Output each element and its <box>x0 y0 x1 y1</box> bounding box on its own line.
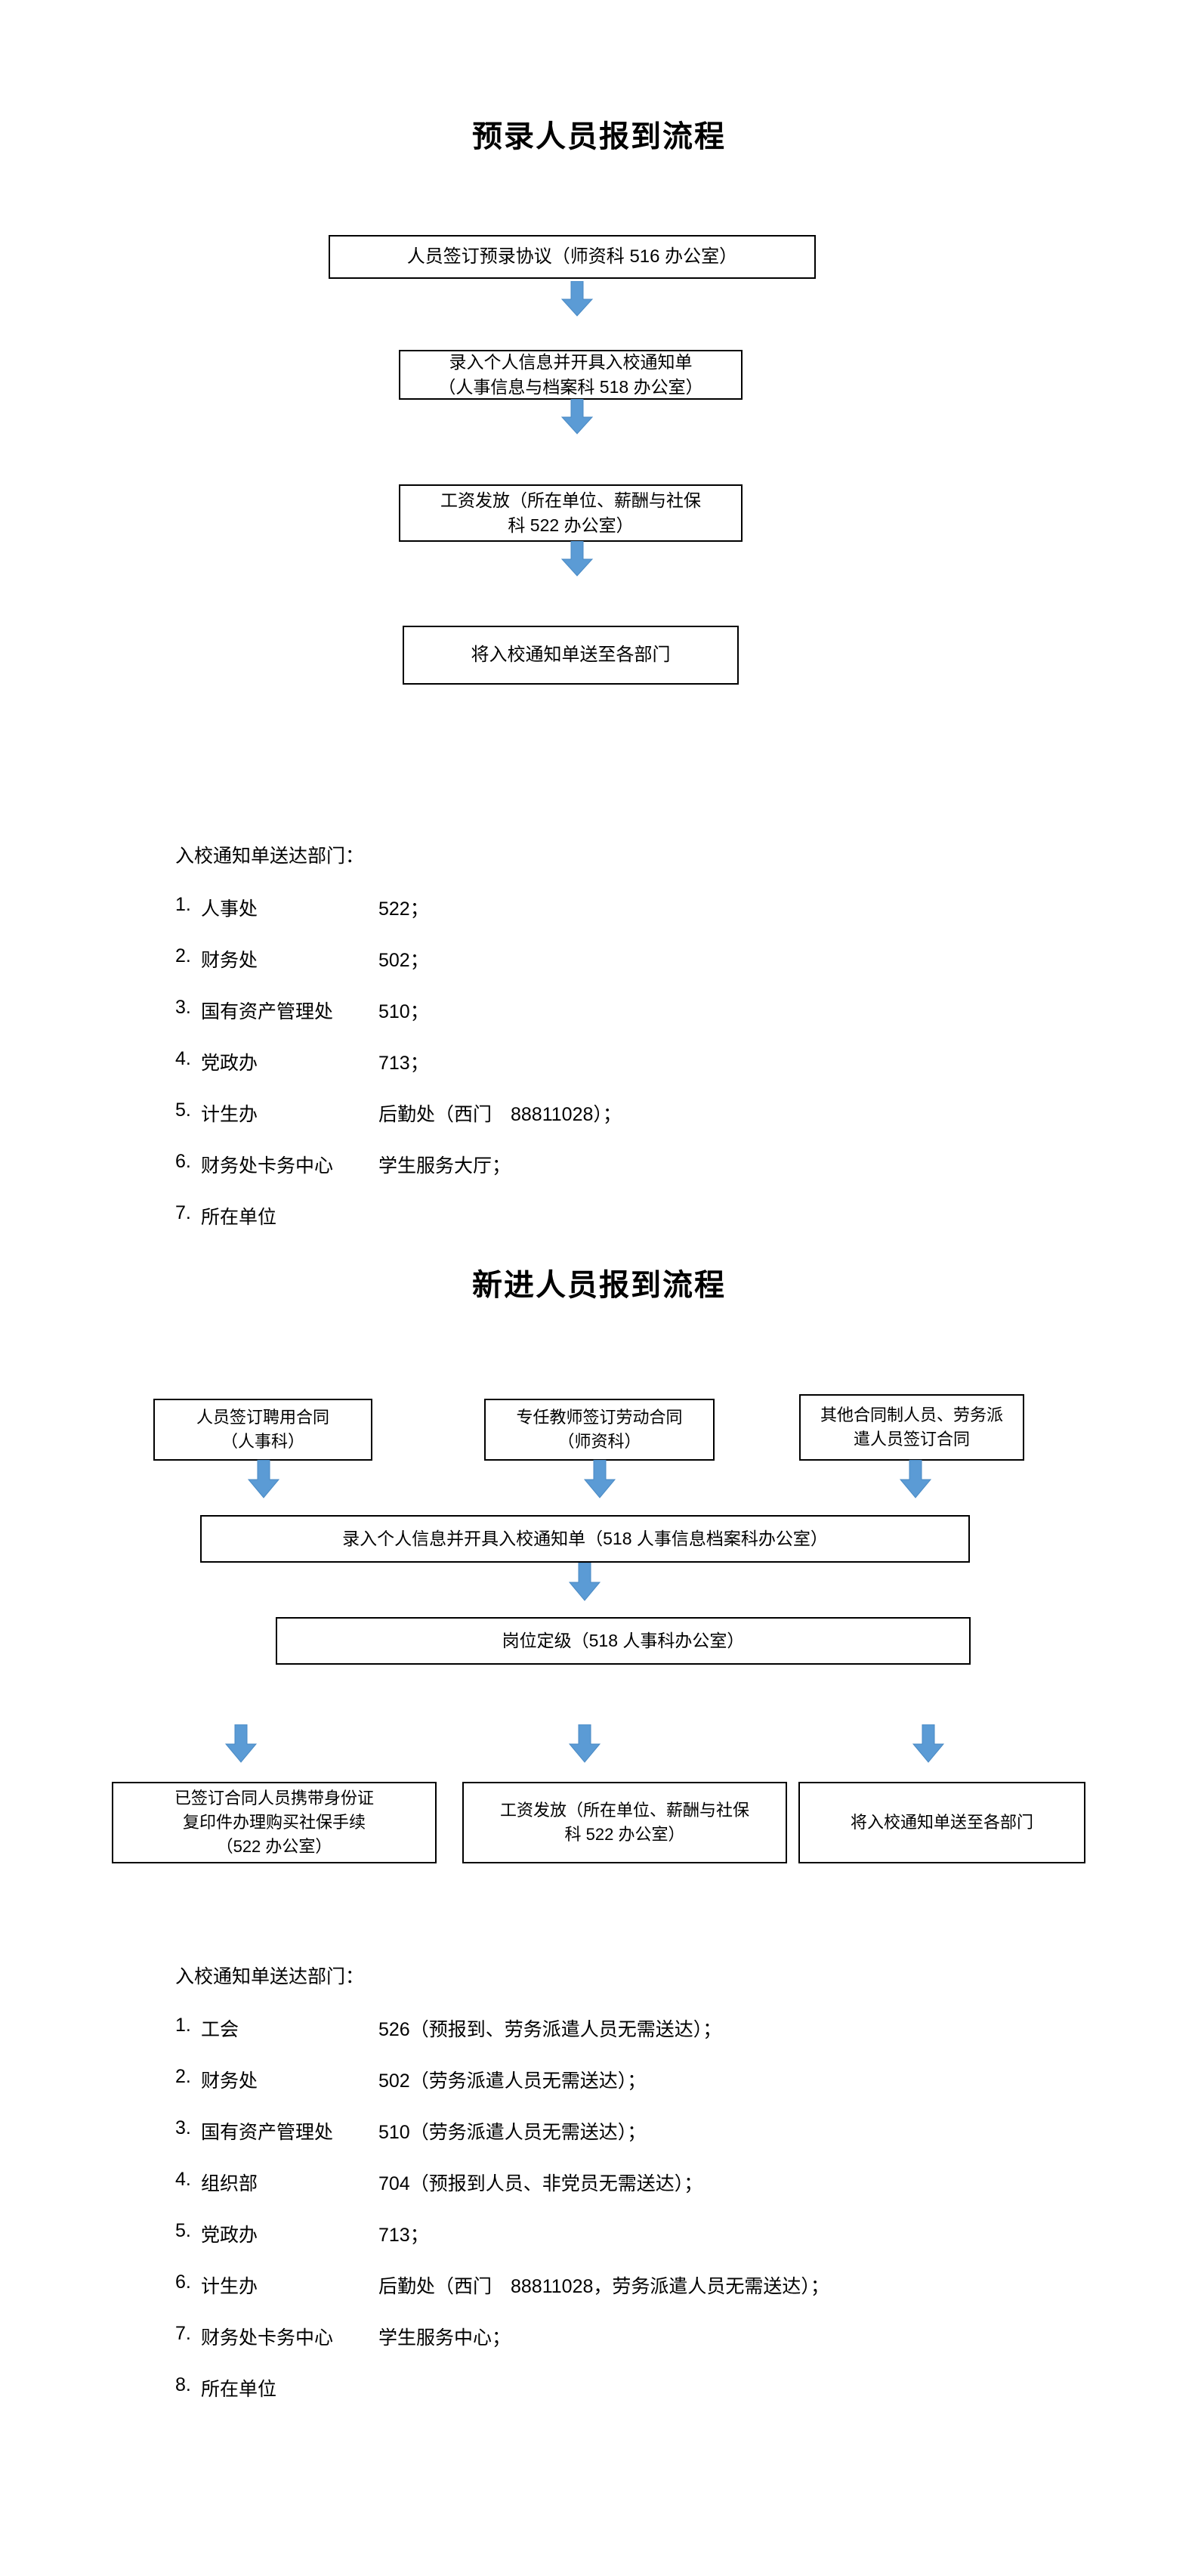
list-item-number: 4. <box>175 2169 191 2190</box>
list-item: 1. 工会 526（预报到、劳务派遣人员无需送达）； <box>175 2015 829 2042</box>
list-item-name: 财务处卡务中心 <box>201 2327 334 2349</box>
list-item: 6. 计生办 后勤处（西门 88811028，劳务派遣人员无需送达）； <box>175 2271 829 2299</box>
list-item-number: 3. <box>175 2117 191 2138</box>
list-item-number: 7. <box>175 2323 191 2344</box>
list-item: 4. 组织部 704（预报到人员、非党员无需送达）； <box>175 2169 829 2196</box>
flow-node-label: 录入个人信息并开具入校通知单（518 人事信息档案科办公室） <box>342 1528 828 1548</box>
list-item: 7. 财务处卡务中心 学生服务中心； <box>175 2323 829 2350</box>
list-item-name: 党政办 <box>201 1053 258 1074</box>
block-arrow-down-icon <box>568 1563 601 1602</box>
list-item-value: 学生服务中心； <box>378 2327 511 2349</box>
list-item-value: 502（劳务派遣人员无需送达）； <box>378 2070 647 2092</box>
list-item-value: 713； <box>378 2225 429 2246</box>
flow-node-label: 将入校通知单送至各部门 <box>471 644 671 665</box>
list-heading: 入校通知单送达部门： <box>175 1966 365 1987</box>
list-item-number: 2. <box>175 945 191 966</box>
block-arrow-down-icon <box>247 1460 280 1499</box>
list-item-name: 组织部 <box>201 2173 258 2194</box>
flow-node-label: 录入个人信息并开具入校通知单 （人事信息与档案科 518 办公室） <box>438 351 703 397</box>
list-item-name: 国有资产管理处 <box>201 1001 334 1022</box>
list-item-number: 1. <box>175 894 191 915</box>
list-item: 3. 国有资产管理处 510（劳务派遣人员无需送达）； <box>175 2117 829 2145</box>
list-item-number: 1. <box>175 2015 191 2036</box>
list-item-number: 3. <box>175 997 191 1018</box>
list-item-name: 财务处 <box>201 2070 258 2092</box>
flow-node-label: 人员签订预录协议（师资科 516 办公室） <box>406 246 738 267</box>
flow-node-label: 其他合同制人员、劳务派 遣人员签订合同 <box>820 1406 1003 1449</box>
section1-title: 预录人员报到流程 <box>472 119 726 153</box>
list-item-value: 704（预报到人员、非党员无需送达）； <box>378 2173 703 2194</box>
list-item-number: 8. <box>175 2374 191 2395</box>
list-item-number: 5. <box>175 2220 191 2241</box>
list-item-name: 计生办 <box>201 1104 258 1125</box>
list-item: 5. 党政办 713； <box>175 2220 829 2247</box>
flow-node-label: 已签订合同人员携带身份证 复印件办理购买社保手续 （522 办公室） <box>174 1789 374 1856</box>
flow-node-label: 将入校通知单送至各部门 <box>850 1813 1033 1832</box>
flow-node-s2-d1[interactable]: 已签订合同人员携带身份证 复印件办理购买社保手续 （522 办公室） <box>112 1782 437 1863</box>
block-arrow-down-icon <box>899 1460 932 1499</box>
block-arrow-down-icon <box>560 541 594 577</box>
flow-node-label: 岗位定级（518 人事科办公室） <box>502 1630 745 1650</box>
list-item: 2. 财务处 502； <box>175 945 622 973</box>
list-heading: 入校通知单送达部门： <box>175 846 365 867</box>
list-item: 2. 财务处 502（劳务派遣人员无需送达）； <box>175 2066 829 2093</box>
list-item: 8. 所在单位 <box>175 2374 829 2401</box>
list-item-value: 510； <box>378 1001 429 1022</box>
block-arrow-down-icon <box>560 399 594 435</box>
list-item-name: 财务处卡务中心 <box>201 1155 334 1177</box>
list-item: 3. 国有资产管理处 510； <box>175 997 622 1024</box>
section1-delivery-list: 入校通知单送达部门： 1. 人事处 522； 2. 财务处 502； 3. 国有… <box>175 841 622 1229</box>
list-item: 7. 所在单位 <box>175 1202 622 1229</box>
list-item-value: 510（劳务派遣人员无需送达）； <box>378 2122 647 2143</box>
list-item-name: 财务处 <box>201 950 258 971</box>
flow-node-s2-b[interactable]: 录入个人信息并开具入校通知单（518 人事信息档案科办公室） <box>200 1515 970 1563</box>
block-arrow-down-icon <box>560 281 594 317</box>
list-item-value: 后勤处（西门 88811028，劳务派遣人员无需送达）； <box>378 2276 829 2297</box>
flow-node-s2-d3[interactable]: 将入校通知单送至各部门 <box>798 1782 1085 1863</box>
list-item-name: 党政办 <box>201 2225 258 2246</box>
flow-node-label: 人员签订聘用合同 （人事科） <box>196 1408 329 1451</box>
list-item: 4. 党政办 713； <box>175 1048 622 1075</box>
list-item-value: 526（预报到、劳务派遣人员无需送达）； <box>378 2019 722 2040</box>
flow-node-s2-c[interactable]: 岗位定级（518 人事科办公室） <box>276 1617 971 1665</box>
block-arrow-down-icon <box>583 1460 616 1499</box>
flow-node-s1-n2[interactable]: 录入个人信息并开具入校通知单 （人事信息与档案科 518 办公室） <box>399 350 743 400</box>
list-item-number: 2. <box>175 2066 191 2087</box>
list-item-name: 工会 <box>201 2019 239 2040</box>
flow-node-s1-n4[interactable]: 将入校通知单送至各部门 <box>403 626 739 685</box>
block-arrow-down-icon <box>224 1724 258 1764</box>
list-item-number: 7. <box>175 1202 191 1223</box>
flow-node-s2-d2[interactable]: 工资发放（所在单位、薪酬与社保 科 522 办公室） <box>462 1782 787 1863</box>
flow-node-s2-a3[interactable]: 其他合同制人员、劳务派 遣人员签订合同 <box>799 1394 1024 1461</box>
list-item-value: 522； <box>378 898 429 920</box>
flow-node-s1-n1[interactable]: 人员签订预录协议（师资科 516 办公室） <box>329 235 816 279</box>
list-item-name: 人事处 <box>201 898 258 920</box>
block-arrow-down-icon <box>568 1724 601 1764</box>
flow-node-label: 专任教师签订劳动合同 （师资科） <box>516 1408 683 1451</box>
flow-node-s1-n3[interactable]: 工资发放（所在单位、薪酬与社保 科 522 办公室） <box>399 484 743 542</box>
list-item-number: 6. <box>175 1151 191 1172</box>
list-item-number: 5. <box>175 1099 191 1121</box>
list-item-name: 所在单位 <box>201 2379 277 2400</box>
block-arrow-down-icon <box>912 1724 945 1764</box>
section2-title: 新进人员报到流程 <box>472 1268 726 1302</box>
flow-node-s2-a2[interactable]: 专任教师签订劳动合同 （师资科） <box>484 1399 715 1461</box>
list-item-name: 计生办 <box>201 2276 258 2297</box>
list-item: 6. 财务处卡务中心 学生服务大厅； <box>175 1151 622 1178</box>
section2-delivery-list: 入校通知单送达部门： 1. 工会 526（预报到、劳务派遣人员无需送达）； 2.… <box>175 1962 829 2401</box>
list-item-name: 国有资产管理处 <box>201 2122 334 2143</box>
list-item-name: 所在单位 <box>201 1207 277 1228</box>
list-item: 1. 人事处 522； <box>175 894 622 921</box>
list-item-number: 4. <box>175 1048 191 1069</box>
list-item-value: 502； <box>378 950 429 971</box>
flow-node-label: 工资发放（所在单位、薪酬与社保 科 522 办公室） <box>499 1801 749 1844</box>
flow-node-s2-a1[interactable]: 人员签订聘用合同 （人事科） <box>153 1399 372 1461</box>
list-item-value: 713； <box>378 1053 429 1074</box>
list-item: 5. 计生办 后勤处（西门 88811028）； <box>175 1099 622 1127</box>
list-item-value: 后勤处（西门 88811028）； <box>378 1104 622 1125</box>
list-item-number: 6. <box>175 2271 191 2293</box>
list-item-value: 学生服务大厅； <box>378 1155 511 1177</box>
flow-node-label: 工资发放（所在单位、薪酬与社保 科 522 办公室） <box>440 490 701 535</box>
